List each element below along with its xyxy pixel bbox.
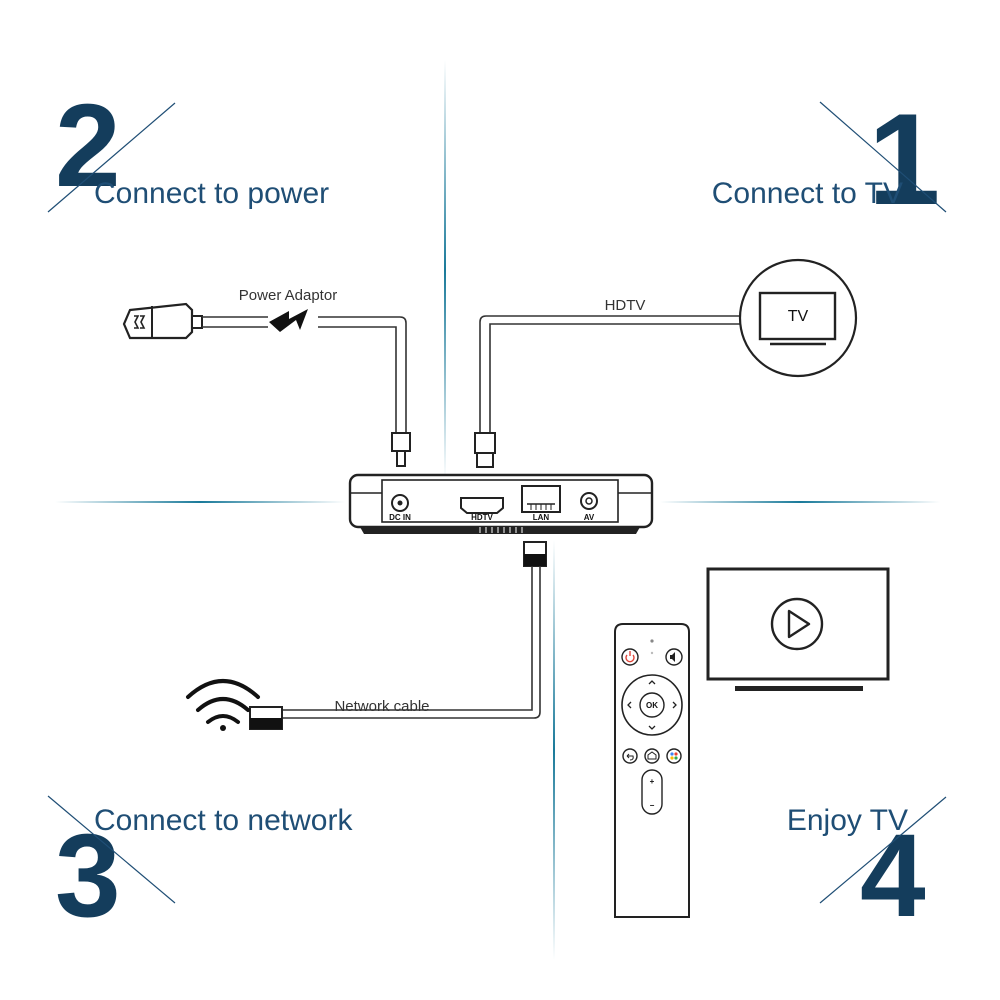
lan-port-label: LAN xyxy=(533,513,550,522)
box-vents xyxy=(479,527,523,533)
tv-screen-icon xyxy=(706,567,890,691)
remote-ok-label: OK xyxy=(646,701,658,710)
play-icon xyxy=(770,597,824,651)
lightning-bolt-icon xyxy=(269,309,308,332)
dc-connector xyxy=(391,432,411,467)
power-adaptor-label: Power Adaptor xyxy=(239,287,337,304)
hdtv-cable-label: HDTV xyxy=(605,297,646,314)
remote-ok-button[interactable] xyxy=(639,692,665,718)
step-1-title: Connect to TV xyxy=(712,177,903,210)
quadrant-guides xyxy=(55,60,940,960)
tv-icon xyxy=(758,291,837,341)
remote-control: OK + − xyxy=(614,623,690,918)
wifi-icon xyxy=(186,679,260,731)
guide-vertical-top xyxy=(444,60,446,480)
av-port-label: AV xyxy=(584,513,595,522)
step-3-title: Connect to network xyxy=(94,804,353,837)
step-3-slash xyxy=(47,795,176,904)
step-4-title: Enjoy TV xyxy=(787,804,908,837)
remote-volume-down-label: − xyxy=(650,801,655,810)
remote-volume-rocker[interactable] xyxy=(641,769,663,815)
hdtv-port-label: HDTV xyxy=(471,513,493,522)
remote-down-icon xyxy=(648,725,656,730)
dc-in-label: DC IN xyxy=(389,513,411,522)
remote-right-icon xyxy=(672,701,677,709)
lan-port xyxy=(521,485,561,513)
guide-horizontal-right xyxy=(660,501,940,503)
network-cable xyxy=(282,566,541,719)
guide-vertical-bottom xyxy=(553,540,555,960)
step-1-slash xyxy=(819,101,947,213)
step-2-slash xyxy=(47,102,176,213)
step-4-number: 4 xyxy=(860,810,926,942)
step-1-header: 1 Connect to TV xyxy=(712,86,947,232)
remote-home-button[interactable] xyxy=(644,748,660,764)
hdtv-cable xyxy=(479,315,740,433)
ethernet-connector-router xyxy=(249,706,283,730)
remote-up-icon xyxy=(648,680,656,685)
remote-left-icon xyxy=(627,701,632,709)
step-2-number: 2 xyxy=(55,80,121,212)
step-1-number: 1 xyxy=(868,86,940,232)
tv-circle: TV xyxy=(738,258,858,378)
hdmi-connector xyxy=(474,432,496,468)
step-2-title: Connect to power xyxy=(94,177,329,210)
power-plug-icon xyxy=(122,302,203,340)
ethernet-connector-box xyxy=(523,541,547,567)
power-cable xyxy=(202,316,407,433)
remote-power-button[interactable] xyxy=(621,648,639,666)
step-3-header: 3 Connect to network xyxy=(47,795,353,942)
step-4-header: 4 Enjoy TV xyxy=(787,796,947,942)
tv-box: DC IN HDTV LAN AV xyxy=(348,473,654,534)
remote-assistant-button[interactable] xyxy=(666,748,682,764)
tv-icon-label: TV xyxy=(788,308,809,325)
step-2-header: 2 Connect to power xyxy=(47,80,329,213)
remote-volume-up-label: + xyxy=(650,777,655,786)
step-3-number: 3 xyxy=(55,810,121,942)
guide-horizontal-left xyxy=(55,501,345,503)
step-4-slash xyxy=(819,796,947,904)
remote-indicator xyxy=(650,639,654,643)
network-cable-label: Network cable xyxy=(334,698,429,715)
hdtv-port xyxy=(460,497,504,514)
